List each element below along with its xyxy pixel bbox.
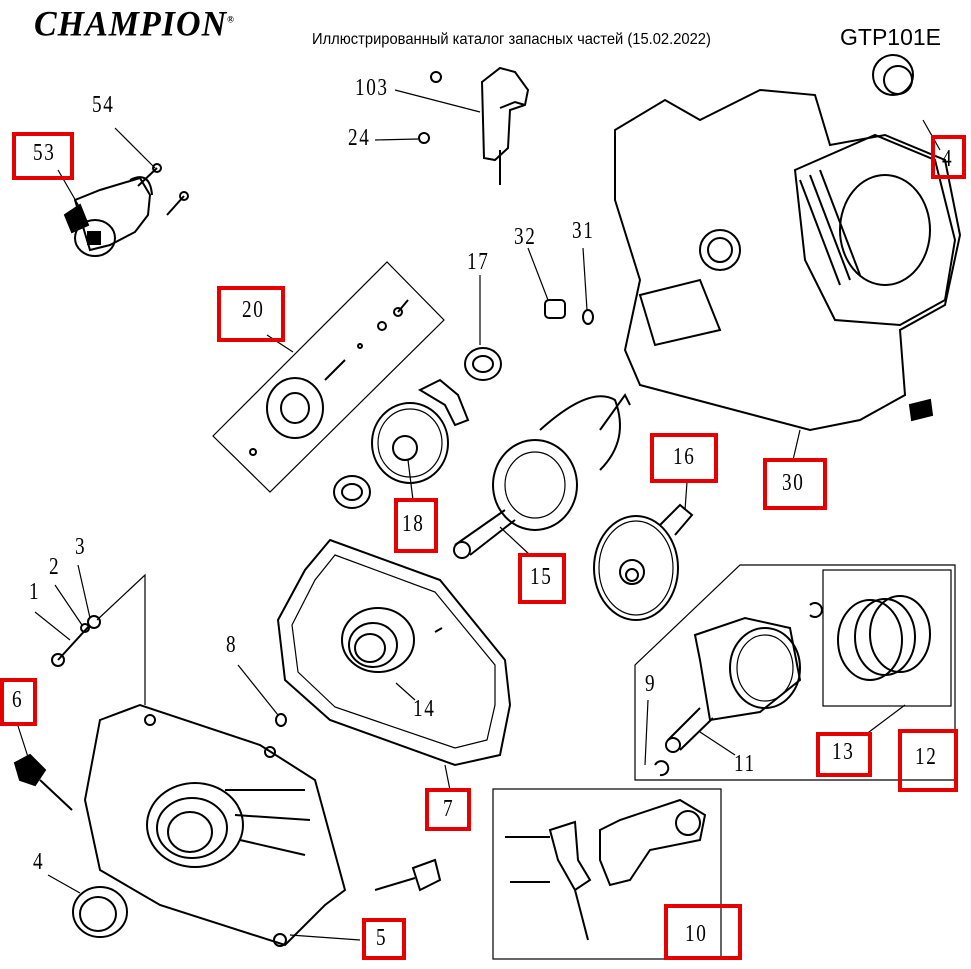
callout-24: 24	[348, 125, 371, 151]
crankshaft-drawing	[453, 393, 631, 559]
callout-7[interactable]: 7	[443, 796, 455, 822]
highlight-box-4	[931, 135, 966, 179]
callout-6[interactable]: 6	[12, 687, 24, 713]
highlight-box-15	[518, 553, 566, 604]
callout-103: 103	[355, 75, 389, 101]
callout-11: 11	[734, 751, 756, 777]
brand-logo: CHAMPION®	[34, 5, 235, 45]
drain-plug-drawing	[544, 299, 594, 325]
callout-13[interactable]: 13	[832, 739, 855, 765]
camshaft-drawing	[593, 503, 694, 621]
highlight-box-16	[650, 433, 718, 483]
callout-5[interactable]: 5	[376, 925, 388, 951]
highlight-box-6	[0, 678, 37, 726]
callout-12[interactable]: 12	[915, 744, 938, 770]
callout-31: 31	[572, 218, 595, 244]
callout-20[interactable]: 20	[242, 297, 265, 323]
callout-54: 54	[92, 92, 115, 118]
callout-8: 8	[226, 632, 238, 658]
callout-2: 2	[49, 554, 61, 580]
catalog-title: Иллюстрированный каталог запасных частей…	[312, 31, 711, 48]
breather-cover-drawing	[418, 66, 530, 185]
bearing-17-drawing	[333, 347, 502, 509]
starter-motor-drawing	[63, 176, 153, 257]
callout-9: 9	[645, 671, 657, 697]
highlight-box-30	[763, 458, 827, 510]
oil-filler-drawing	[13, 753, 442, 892]
callout-16[interactable]: 16	[673, 444, 696, 470]
callout-30[interactable]: 30	[782, 470, 805, 496]
piston-kit-frame	[634, 564, 956, 781]
callout-1: 1	[29, 579, 41, 605]
brand-name: CHAMPION	[34, 5, 228, 44]
callout-10[interactable]: 10	[685, 921, 708, 947]
callout-4-lower: 4	[33, 849, 45, 875]
governor-gear-drawing	[371, 378, 470, 484]
highlight-box-20	[217, 286, 285, 342]
callout-53[interactable]: 53	[33, 140, 56, 166]
conrod-kit-frame	[492, 788, 722, 960]
starter-bolts-drawing	[137, 163, 189, 216]
callout-15[interactable]: 15	[530, 564, 553, 590]
highlight-box-53	[12, 132, 74, 180]
highlight-box-18	[394, 498, 438, 553]
callout-17: 17	[467, 249, 490, 275]
callout-4[interactable]: 4	[942, 146, 954, 172]
registered-mark: ®	[227, 14, 235, 25]
crankcase-cover-drawing	[83, 703, 347, 947]
callout-3: 3	[75, 534, 87, 560]
governor-kit-frame	[212, 261, 445, 493]
highlight-box-5	[362, 918, 406, 960]
callout-18[interactable]: 18	[402, 511, 425, 537]
highlight-box-13	[816, 732, 872, 777]
highlight-box-12	[898, 729, 958, 792]
callout-32: 32	[514, 224, 537, 250]
gasket-drawing	[276, 538, 512, 767]
callout-14: 14	[413, 696, 436, 722]
crankcase-drawing	[614, 54, 962, 432]
bolt-1-drawing	[51, 615, 101, 667]
highlight-box-7	[425, 788, 471, 831]
highlight-box-10	[664, 904, 742, 960]
model-number: GTP101E	[840, 24, 941, 50]
